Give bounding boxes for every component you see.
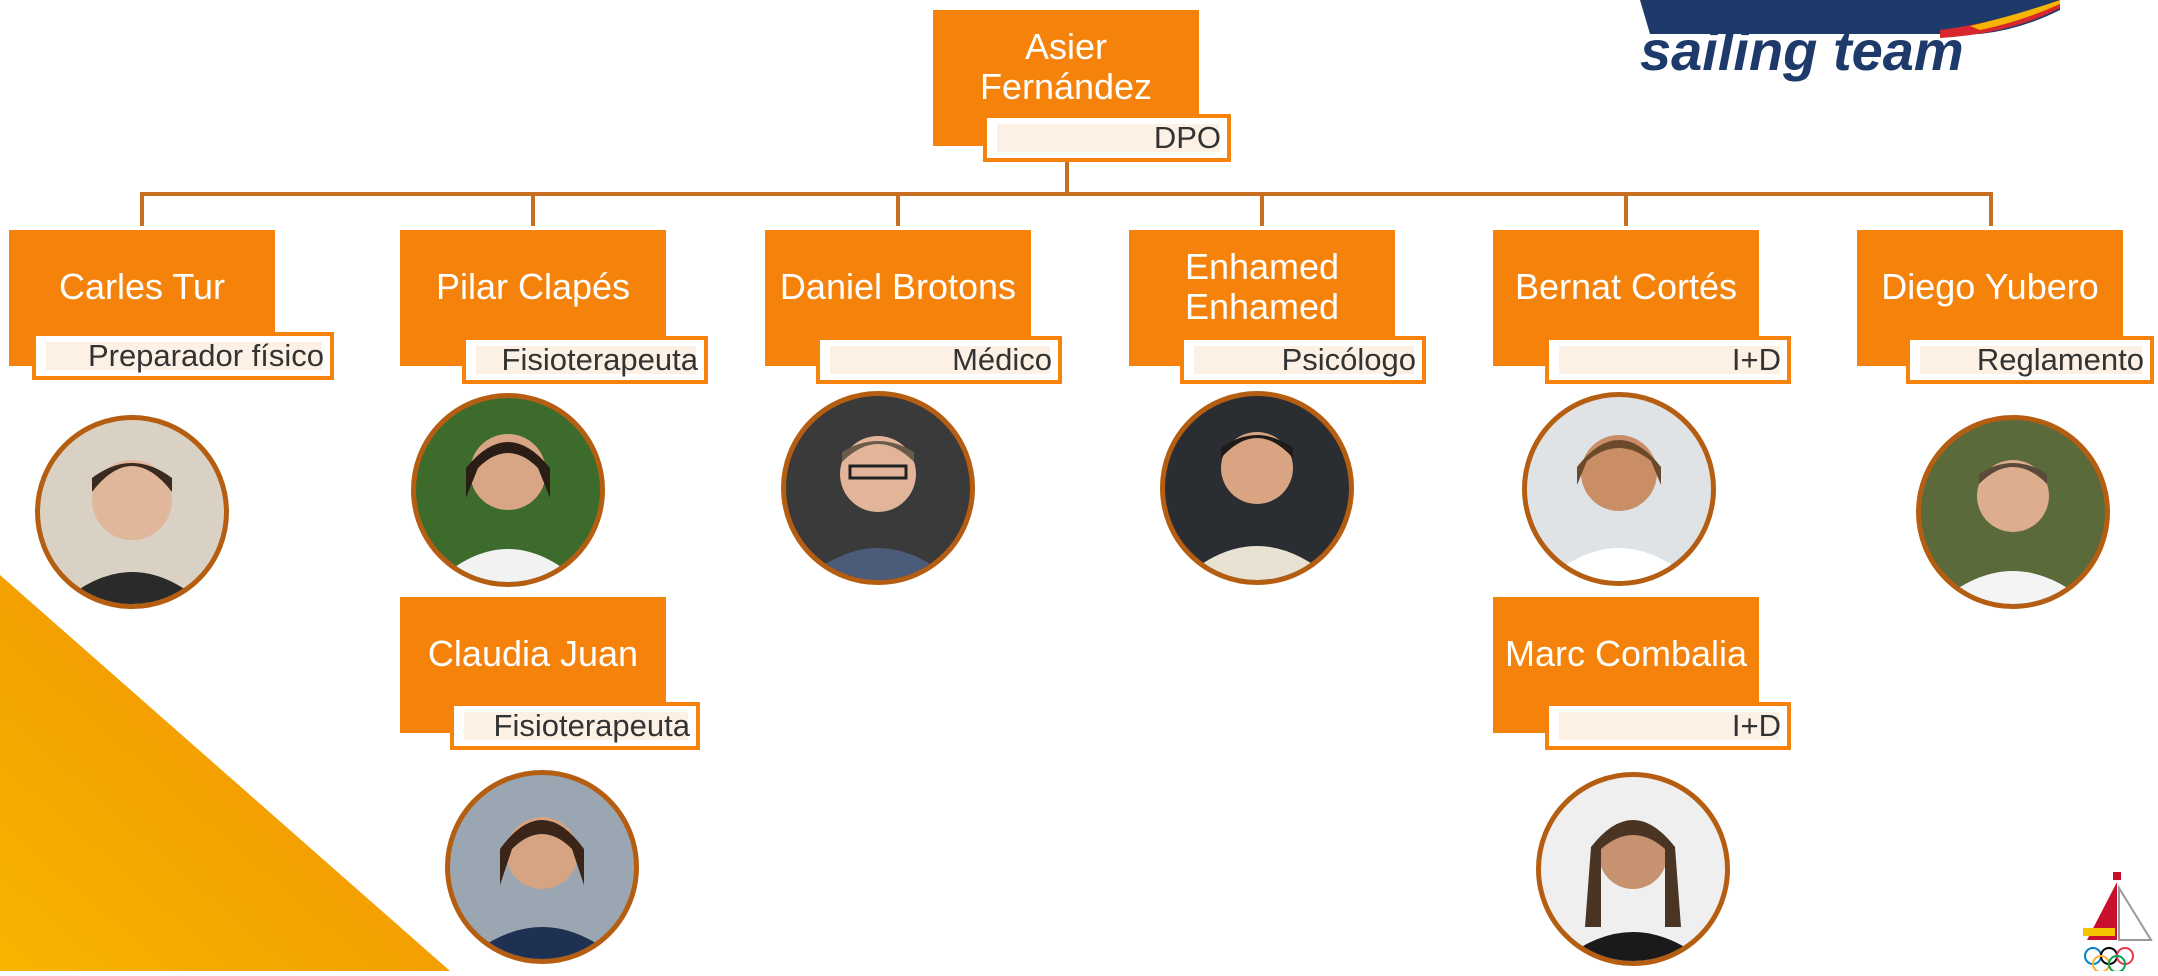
member-role: Reglamento <box>1976 342 2144 377</box>
head-role-box: DPO <box>983 114 1231 162</box>
member-name: Carles Tur <box>58 266 226 307</box>
member-role: Fisioterapeuta <box>493 708 690 743</box>
member-name: Daniel Brotons <box>779 266 1017 307</box>
member-role: Médico <box>952 342 1052 377</box>
member-role: Psicólogo <box>1281 342 1416 377</box>
member-role: Fisioterapeuta <box>501 342 698 377</box>
member-photo <box>781 391 975 585</box>
member-role-box: Fisioterapeuta <box>462 336 708 384</box>
connector-horizontal <box>140 192 1993 196</box>
connector-drop-2 <box>531 192 535 226</box>
connector-drop-6 <box>1989 192 1993 226</box>
member-photo <box>445 770 639 964</box>
member-role-box: Fisioterapeuta <box>450 702 700 750</box>
connector-drop-5 <box>1624 192 1628 226</box>
connector-drop-1 <box>140 192 144 226</box>
member-role-box: Preparador físico <box>32 332 334 380</box>
member-name: Marc Combalia <box>1504 633 1748 674</box>
member-photo <box>1536 772 1730 966</box>
member-name: Pilar Clapés <box>435 266 631 307</box>
connector-drop-3 <box>896 192 900 226</box>
sailing-federation-emblem <box>2075 868 2158 976</box>
connector-head-down <box>1065 160 1069 194</box>
member-photo <box>1916 415 2110 609</box>
head-role: DPO <box>1153 120 1221 155</box>
member-role-box: I+D <box>1545 702 1791 750</box>
member-name: Claudia Juan <box>427 633 639 674</box>
connector-drop-4 <box>1260 192 1264 226</box>
member-photo <box>35 415 229 609</box>
member-role-box: Médico <box>816 336 1062 384</box>
member-photo <box>1522 392 1716 586</box>
member-role-box: Psicólogo <box>1180 336 1426 384</box>
logo-text: sailing team <box>1640 19 1964 82</box>
member-role: I+D <box>1731 708 1781 743</box>
member-photo <box>1160 391 1354 585</box>
member-name: Diego Yubero <box>1881 266 2099 307</box>
member-photo <box>411 393 605 587</box>
member-role-box: Reglamento <box>1906 336 2154 384</box>
member-role-box: I+D <box>1545 336 1791 384</box>
member-role: I+D <box>1731 342 1781 377</box>
member-name: Bernat Cortés <box>1514 266 1738 307</box>
member-role: Preparador físico <box>87 338 324 373</box>
esp-logo <box>1640 0 2060 45</box>
